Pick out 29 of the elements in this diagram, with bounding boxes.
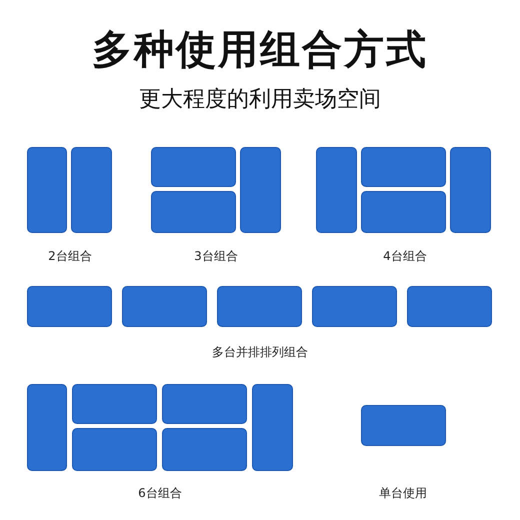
module-box [151,191,236,233]
module-box [217,286,302,327]
group-caption: 单台使用 [379,485,427,502]
module-box [162,428,247,471]
module-box [240,147,281,233]
group-caption: 4台组合 [383,248,427,265]
subtitle: 更大程度的利用卖场空间 [139,86,381,114]
module-box [312,286,397,327]
module-box [361,405,446,446]
module-box [162,384,247,424]
module-box [72,384,157,424]
group-caption: 6台组合 [138,485,182,502]
group-caption: 3台组合 [194,248,238,265]
module-box [361,191,446,233]
module-box [450,147,491,233]
module-box [151,147,236,187]
module-box [361,147,446,187]
group-caption: 2台组合 [48,248,92,265]
group-caption: 多台并排排列组合 [212,344,308,361]
module-box [252,384,293,471]
module-box [122,286,207,327]
module-box [72,428,157,471]
module-box [27,384,67,471]
module-box [407,286,492,327]
module-box [71,147,112,233]
title: 多种使用组合方式 [91,26,429,75]
module-box [316,147,357,233]
module-box [27,286,112,327]
module-box [27,147,67,233]
